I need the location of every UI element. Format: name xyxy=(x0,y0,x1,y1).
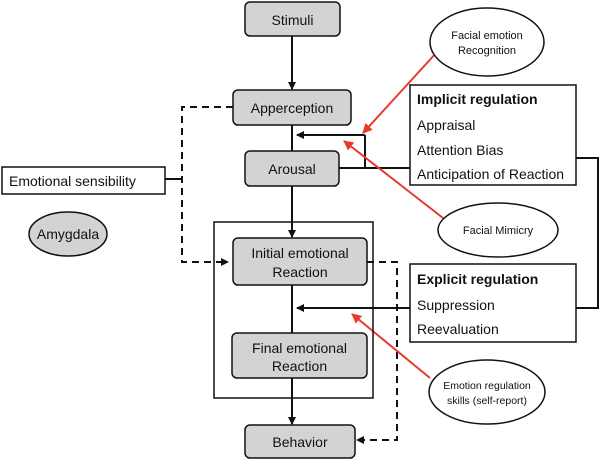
implicit-regulation-box: Implicit regulation Appraisal Attention … xyxy=(409,84,577,186)
red-arrow-facial-recognition xyxy=(362,51,438,134)
emotion-regulation-skills-line2: skills (self-report) xyxy=(447,395,527,407)
explicit-item-suppression: Suppression xyxy=(417,297,495,313)
explicit-item-reevaluation: Reevaluation xyxy=(417,321,499,337)
emotion-regulation-skills-line1: Emotion regulation xyxy=(443,380,531,392)
emotion-regulation-skills-oval: Emotion regulation skills (self-report) xyxy=(428,359,546,425)
facial-emotion-recognition-line2: Recognition xyxy=(458,45,516,57)
connectors xyxy=(165,36,599,425)
initial-reaction-node: Initial emotional Reaction xyxy=(232,237,368,286)
facial-emotion-recognition-oval: Facial emotion Recognition xyxy=(429,7,545,77)
arousal-label: Arousal xyxy=(268,161,315,177)
arousal-node: Arousal xyxy=(244,150,340,187)
emotional-sensibility-box: Emotional sensibility xyxy=(1,166,166,195)
behavior-label: Behavior xyxy=(272,434,328,450)
bracket-implicit-explicit xyxy=(576,157,599,309)
influence-arrows xyxy=(343,51,444,379)
stimuli-node: Stimuli xyxy=(244,1,341,37)
final-reaction-label-line1: Final emotional xyxy=(252,340,347,356)
apperception-node: Apperception xyxy=(232,89,352,126)
reaction-group-frame xyxy=(213,221,374,399)
implicit-item-attention-bias: Attention Bias xyxy=(417,142,503,158)
stimuli-label: Stimuli xyxy=(271,12,313,28)
facial-mimicry-label: Facial Mimicry xyxy=(463,225,534,237)
initial-reaction-label-line2: Reaction xyxy=(272,264,327,280)
final-reaction-node: Final emotional Reaction xyxy=(231,332,368,379)
dashed-initial-to-behavior xyxy=(356,261,398,444)
dashed-apperception-to-initial xyxy=(181,106,233,266)
red-arrow-emotion-regulation-skills xyxy=(351,313,431,379)
red-arrow-facial-mimicry xyxy=(343,140,444,219)
explicit-regulation-box: Explicit regulation Suppression Reevalua… xyxy=(409,263,577,343)
emotional-sensibility-label: Emotional sensibility xyxy=(9,173,136,189)
implicit-regulation-title: Implicit regulation xyxy=(417,91,538,107)
final-reaction-label-line2: Reaction xyxy=(272,358,327,374)
explicit-regulation-title: Explicit regulation xyxy=(417,271,538,287)
apperception-label: Apperception xyxy=(251,100,334,116)
implicit-item-appraisal: Appraisal xyxy=(417,117,475,133)
amygdala-label: Amygdala xyxy=(37,226,99,242)
facial-mimicry-oval: Facial Mimicry xyxy=(437,202,559,258)
facial-emotion-recognition-line1: Facial emotion xyxy=(451,30,523,42)
initial-reaction-label-line1: Initial emotional xyxy=(251,245,348,261)
dashed-connectors xyxy=(181,106,398,444)
behavior-node: Behavior xyxy=(244,424,356,459)
amygdala-node: Amygdala xyxy=(28,211,108,257)
implicit-item-anticipation: Anticipation of Reaction xyxy=(417,166,564,182)
